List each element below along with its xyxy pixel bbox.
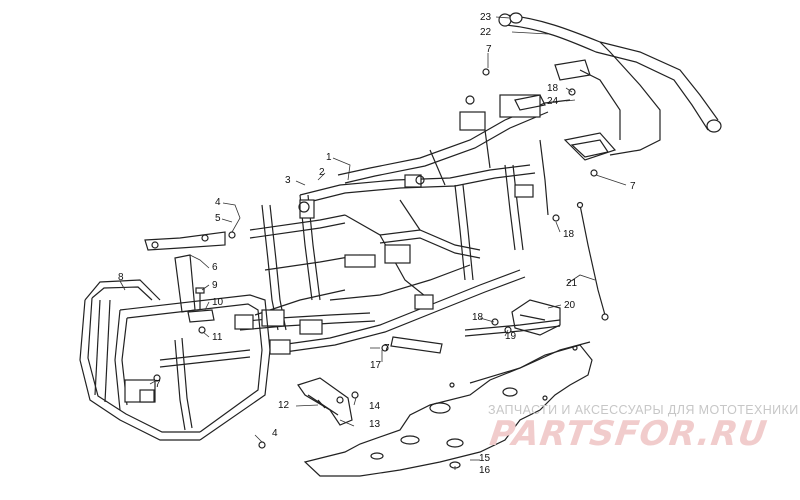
- rear-rack: [498, 12, 722, 161]
- callout-4-bottom: 4: [272, 428, 278, 439]
- fasteners: [153, 68, 598, 469]
- callout-8: 8: [118, 272, 124, 283]
- callout-23: 23: [480, 12, 492, 23]
- callout-5: 5: [215, 213, 221, 224]
- callout-21: 21: [566, 278, 578, 289]
- callout-18-top: 18: [547, 83, 559, 94]
- callout-20: 20: [564, 300, 576, 311]
- callout-22: 22: [480, 27, 492, 38]
- bolt-clip-assembly: [187, 287, 215, 334]
- part-17-strip: [390, 336, 443, 354]
- callout-10: 10: [212, 297, 224, 308]
- callout-7-top: 7: [486, 44, 492, 55]
- callout-18-mid: 18: [563, 229, 575, 240]
- callout-9: 9: [212, 280, 218, 291]
- callout-7-center: 7: [384, 343, 390, 354]
- callout-7-right: 7: [630, 181, 636, 192]
- leader-lines: [119, 16, 627, 470]
- watermark-brand-logo: PARTSFOR.RU: [487, 414, 770, 454]
- callout-4-top: 4: [215, 197, 221, 208]
- callout-12: 12: [278, 400, 290, 411]
- callout-2: 2: [319, 167, 325, 178]
- front-bumper: [79, 279, 271, 441]
- callout-7-front: 7: [155, 379, 161, 390]
- skid-plate: [303, 341, 593, 477]
- callout-3: 3: [285, 175, 291, 186]
- callout-6: 6: [212, 262, 218, 273]
- watermark-tagline: ЗАПЧАСТИ И АКСЕССУАРЫ ДЛЯ МОТОТЕХНИКИ: [488, 403, 799, 417]
- part-23-plug: [509, 12, 523, 24]
- callout-13: 13: [369, 419, 381, 430]
- callout-24: 24: [547, 96, 559, 107]
- callout-15: 15: [479, 453, 491, 464]
- rod-21: [579, 204, 606, 316]
- callout-17: 17: [370, 360, 382, 371]
- callout-14: 14: [369, 401, 381, 412]
- callout-1: 1: [326, 152, 332, 163]
- bracket-13: [297, 377, 359, 426]
- callout-11: 11: [212, 332, 223, 343]
- bracket-5-6: [144, 231, 226, 313]
- callout-18-lower: 18: [472, 312, 484, 323]
- callout-19: 19: [505, 331, 517, 342]
- callout-16: 16: [479, 465, 491, 476]
